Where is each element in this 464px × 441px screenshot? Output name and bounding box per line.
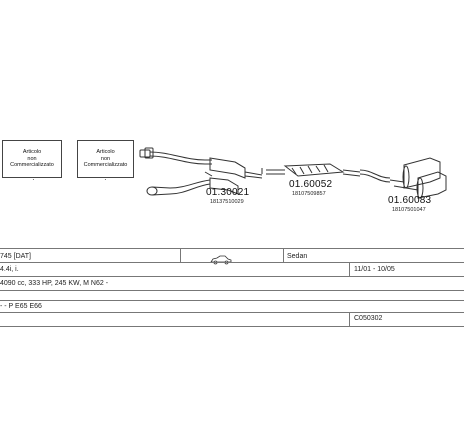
middle-section-drawing: [261, 163, 361, 177]
table-row: [0, 300, 464, 301]
table-row: [0, 326, 464, 327]
engine-cell: 4.4i, i.: [0, 266, 19, 273]
table-row: [0, 276, 464, 277]
front-part-ref: 18137510029: [210, 199, 244, 205]
exhaust-system-drawing: [139, 147, 447, 199]
front-part-number: 01.30021: [206, 187, 250, 198]
middle-part-number: 01.60052: [289, 179, 333, 190]
table-row: [0, 312, 464, 313]
not-commercialized-label-1: Articolo non Commercializzato: [10, 149, 54, 169]
not-commercialized-label-2: Articolo non Commercializzato: [83, 149, 128, 169]
front-section-drawing: [139, 147, 263, 196]
rear-section-drawing: [359, 157, 447, 199]
table-row: [0, 248, 464, 249]
bullet-1: ·: [32, 175, 35, 184]
table-row: [0, 262, 464, 263]
not-commercialized-box-2: Articolo non Commercializzato: [77, 140, 134, 178]
spec-cell: 4090 cc, 333 HP, 245 KW, M N62 -: [0, 280, 109, 287]
middle-part-ref: 18107509857: [292, 191, 326, 197]
body-cell: Sedan: [287, 253, 308, 260]
rear-part-ref: 18107501047: [392, 207, 426, 213]
dates-cell: 11/01 - 10/05: [354, 266, 395, 273]
model-cell: 745 [DAT]: [0, 253, 31, 260]
code-cell: C050302: [354, 315, 383, 322]
chassis-cell: - - P E65 E66: [0, 303, 42, 310]
table-row: [0, 290, 464, 291]
rear-part-number: 01.60083: [388, 195, 432, 206]
bullet-2: ·: [104, 175, 107, 184]
car-icon: [210, 252, 232, 265]
not-commercialized-box-1: Articolo non Commercializzato: [2, 140, 62, 178]
